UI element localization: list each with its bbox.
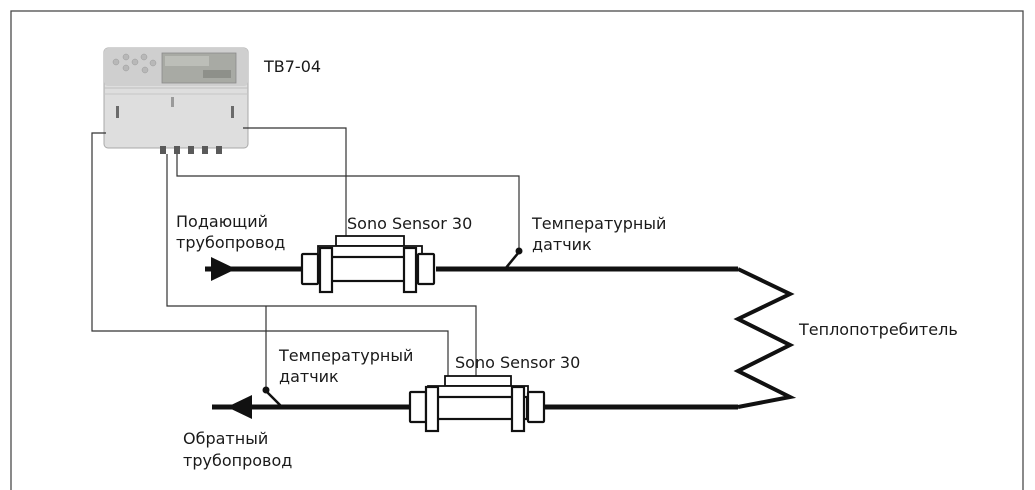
temp-sensor-bottom	[262, 386, 283, 408]
temp-sensor-bottom-label-line2: датчик	[279, 367, 339, 386]
supply-flow-arrow	[211, 257, 236, 281]
temp-sensor-top-label-line2: датчик	[532, 235, 592, 254]
flow-sensor-bottom	[408, 375, 546, 433]
outer-border	[10, 10, 1024, 490]
return-pipe	[212, 395, 738, 419]
heat-consumer-label: Теплопотребитель	[799, 320, 958, 339]
temp-sensor-top-label-line1: Температурный	[532, 214, 667, 233]
wire-temp-sensor-top	[176, 154, 520, 251]
wire-return-side	[91, 132, 449, 380]
wire-flow-sensor-bottom	[166, 154, 477, 378]
heat-calculator-device	[103, 47, 249, 154]
device-terminals	[160, 146, 222, 154]
return-pipe-label-line2: трубопровод	[183, 451, 293, 470]
return-flow-arrow	[227, 395, 252, 419]
return-pipe-label-line1: Обратный	[183, 429, 269, 448]
supply-pipe	[205, 257, 738, 281]
flow-sensor-top-label: Sono Sensor 30	[347, 214, 473, 233]
signal-wires	[91, 127, 520, 391]
wire-flow-sensor-top	[243, 127, 347, 236]
supply-pipe-label-line2: трубопровод	[176, 233, 286, 252]
temp-sensor-bottom-label-line1: Температурный	[279, 346, 414, 365]
flow-sensor-bottom-label: Sono Sensor 30	[455, 353, 581, 372]
supply-pipe-label-line1: Подающий	[176, 212, 269, 231]
device-buttons	[112, 53, 157, 74]
flow-sensor-top	[300, 235, 436, 294]
temp-sensor-top	[504, 247, 523, 270]
heat-consumer-coil	[733, 267, 797, 409]
device-model-label: ТВ7-04	[264, 57, 322, 76]
